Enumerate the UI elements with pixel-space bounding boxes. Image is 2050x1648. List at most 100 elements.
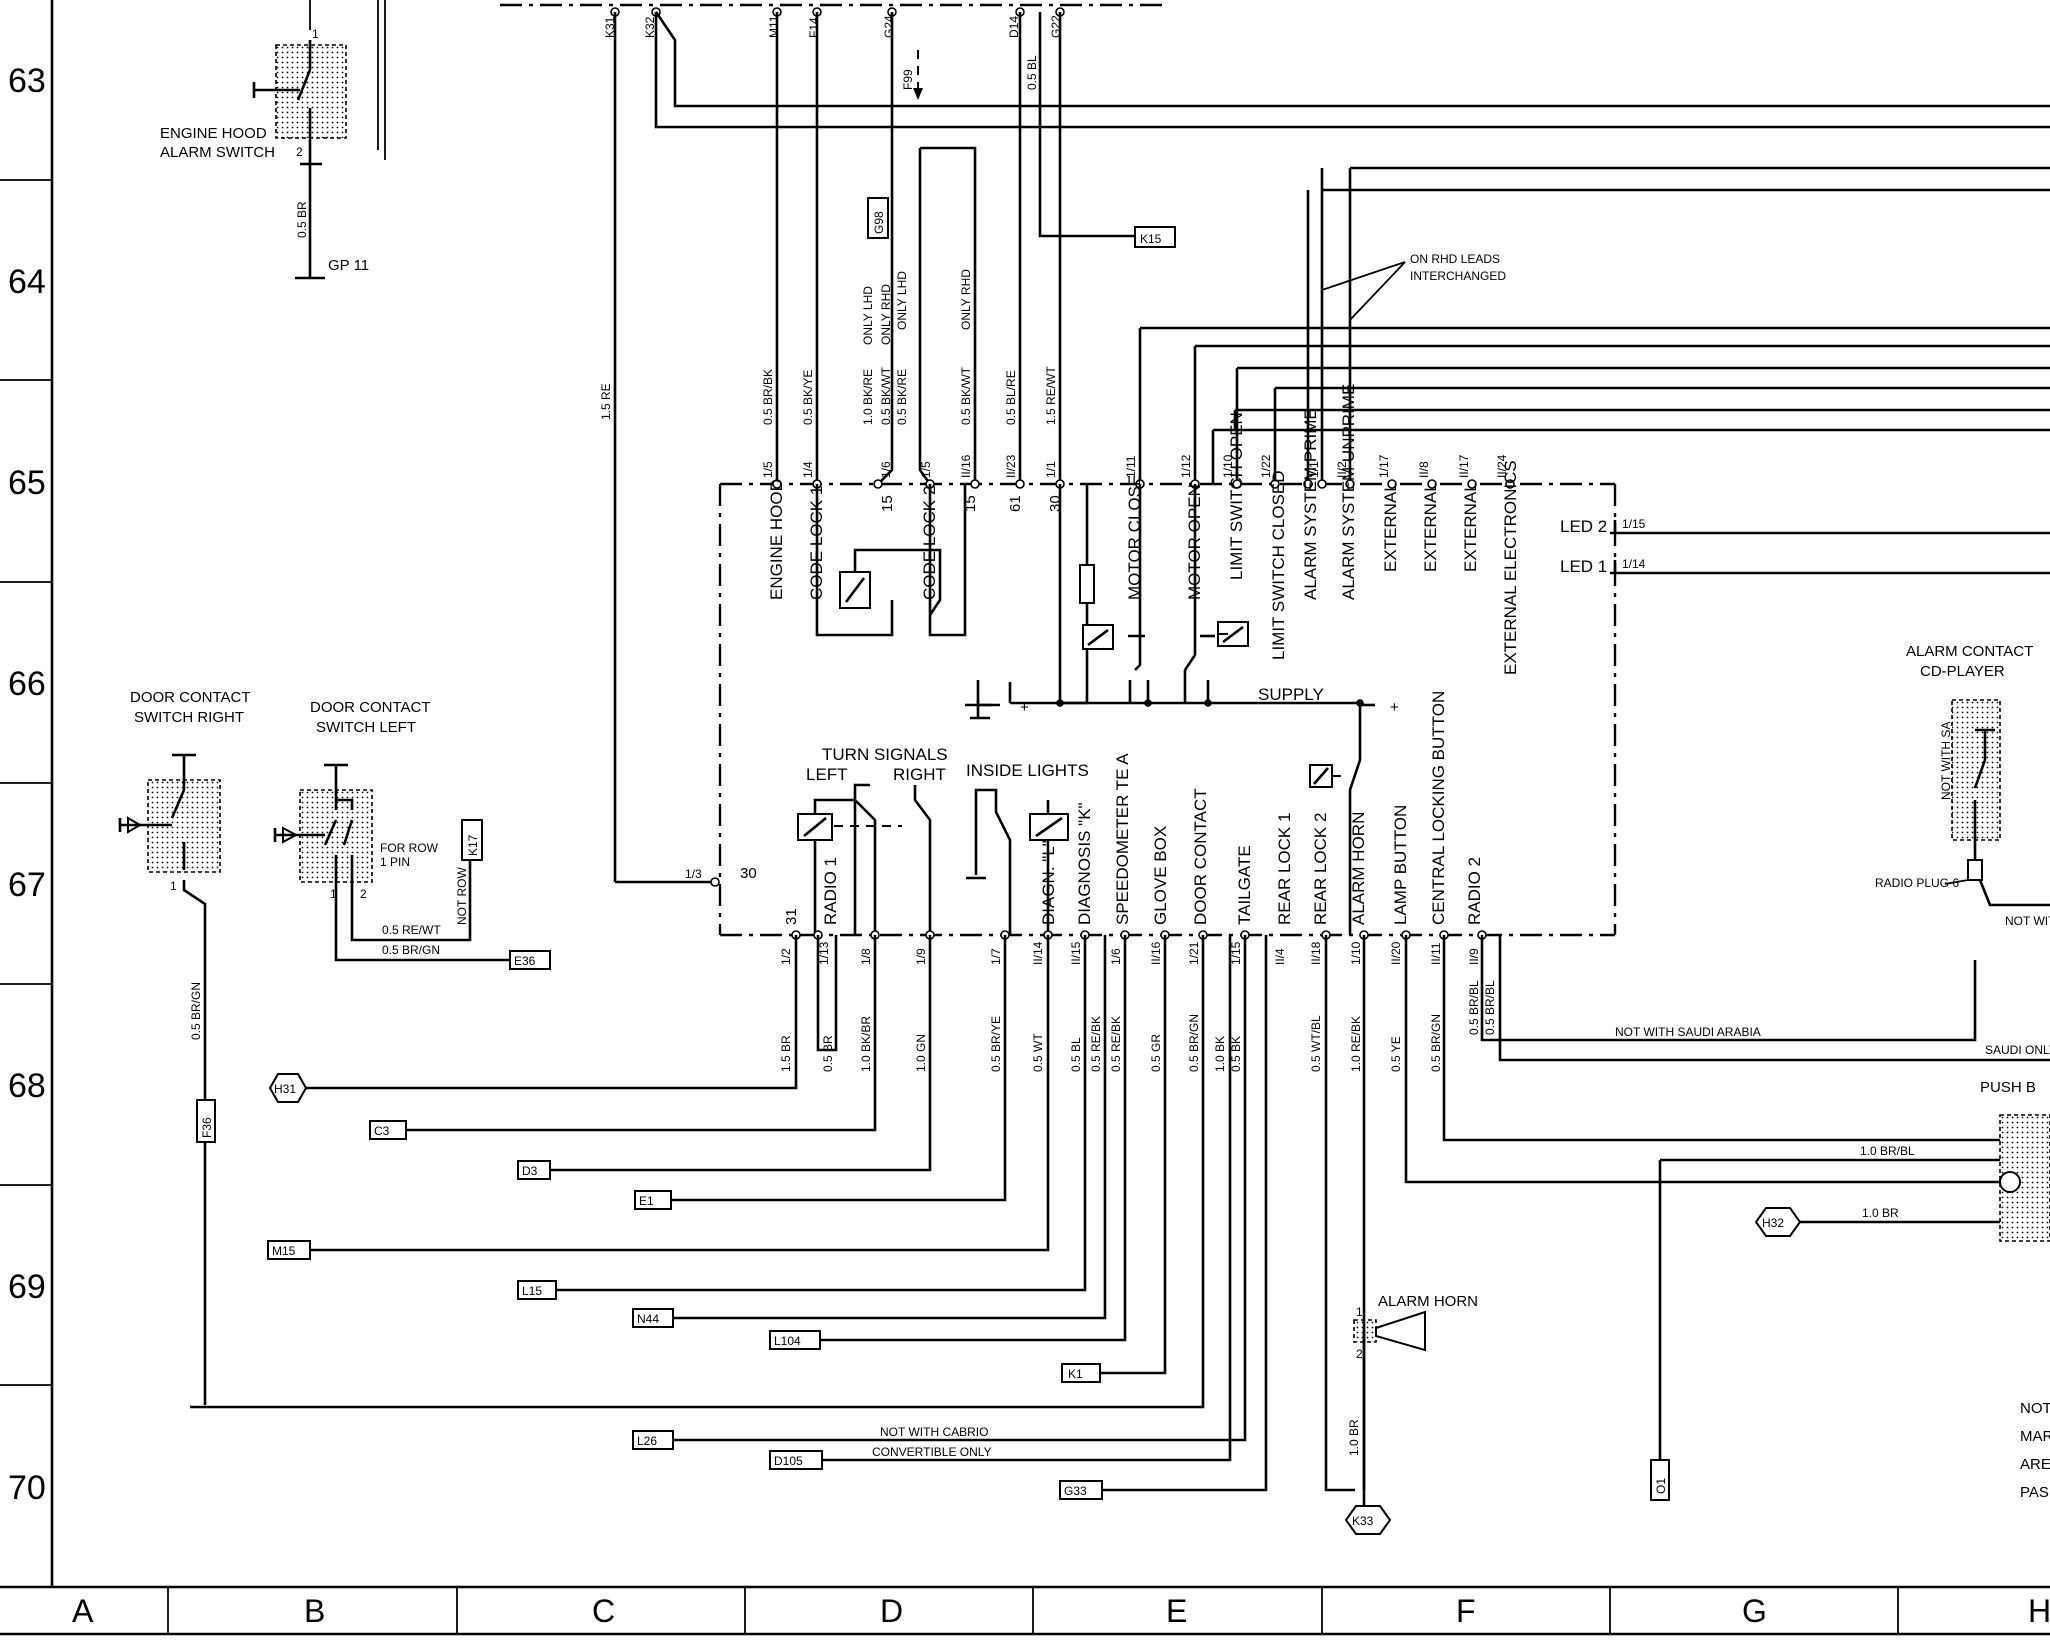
wire-label: 0.5 WT/BL	[1309, 1015, 1323, 1072]
wire-label: 0.5 YE	[1389, 1036, 1403, 1072]
svg-text:NOT WIT: NOT WIT	[2005, 914, 2050, 928]
lead-label: F14	[807, 17, 821, 38]
wire-label: 1.0 BK	[1213, 1036, 1227, 1072]
connector-d3: D3	[517, 1160, 551, 1180]
wire-label: 0.5 BK/YE	[801, 370, 815, 425]
connector-g33: G33	[1059, 1480, 1103, 1500]
svg-text:1.0 BR: 1.0 BR	[1347, 1419, 1361, 1456]
svg-text:L104: L104	[774, 1334, 801, 1348]
column-letter: H	[2028, 1593, 2050, 1629]
row-number: 66	[8, 665, 46, 703]
wire-label: 1.5 RE/WT	[1044, 366, 1058, 425]
function-label: GLOVE BOX	[1151, 826, 1170, 925]
svg-text:G33: G33	[1064, 1484, 1087, 1498]
function-label: REAR LOCK 1	[1275, 813, 1294, 925]
wire-label: 0.5 BR/YE	[989, 1016, 1003, 1072]
function-label: ALARM SYSTEM PRIME	[1301, 408, 1320, 600]
connector-n44: N44	[632, 1308, 674, 1328]
led-label: LED 1	[1560, 557, 1607, 576]
wire-label: 1.5 RE	[599, 383, 613, 420]
svg-text:L26: L26	[637, 1434, 657, 1448]
column-letters: A B C D E F G H	[72, 1593, 2050, 1629]
column-letter: C	[592, 1593, 615, 1629]
wire-label: 0.5 BR	[821, 1035, 835, 1072]
svg-text:RADIO PLUG 6: RADIO PLUG 6	[1875, 876, 1959, 890]
note-label: NOT WITH SAUDI ARABIA	[1615, 1025, 1761, 1039]
svg-text:D3: D3	[522, 1164, 538, 1178]
pin-label: II/9	[1467, 948, 1481, 965]
svg-text:1 PIN: 1 PIN	[380, 855, 410, 869]
led-label: LED 2	[1560, 517, 1607, 536]
wire-label: 1.0 BK/RE	[861, 369, 875, 425]
svg-text:H31: H31	[274, 1082, 296, 1096]
pin-label: II/4	[1273, 948, 1287, 965]
wire-label: 0.5 BK/RE	[895, 369, 909, 425]
column-letter: E	[1166, 1593, 1187, 1629]
svg-text:K33: K33	[1352, 1514, 1374, 1528]
pin-label: 2	[360, 887, 367, 901]
svg-text:ALARM HORN: ALARM HORN	[1378, 1293, 1478, 1310]
terminal-label: 30	[740, 865, 757, 882]
svg-text:1.0 BR: 1.0 BR	[1862, 1206, 1899, 1220]
pin-label: 1/6	[1109, 948, 1123, 965]
note-label: ONLY LHD	[895, 271, 909, 330]
wire-label: 1.0 BK/BR	[859, 1016, 873, 1072]
connector-d105: D105	[769, 1450, 823, 1470]
function-label: TAILGATE	[1235, 845, 1254, 925]
wire-label: 0.5 BK	[1229, 1036, 1243, 1072]
connector-k33: K33	[1344, 1505, 1392, 1535]
push-button: PUSH B 1.0 BR/BL 1.0 BR H32 O1	[1650, 1079, 2050, 1501]
plus-sign: +	[1020, 699, 1029, 716]
function-label: ENGINE HOOD	[767, 479, 786, 600]
connector-m15: M15	[267, 1240, 311, 1260]
svg-text:0.5 BR/GN: 0.5 BR/GN	[382, 943, 440, 957]
svg-text:D105: D105	[774, 1454, 803, 1468]
function-label: REAR LOCK 2	[1311, 813, 1330, 925]
lead-label: D14	[1007, 16, 1021, 38]
function-label: DOOR CONTACT	[1191, 788, 1210, 925]
pin-label: 1/22	[1259, 454, 1273, 478]
function-label: RADIO 1	[821, 857, 840, 925]
connector-l104: L104	[769, 1330, 821, 1350]
ground-label: GP 11	[328, 257, 369, 274]
pin-label: 1/2	[779, 948, 793, 965]
pin-label: 1/13	[817, 941, 831, 965]
pin-label: 1/8	[859, 948, 873, 965]
svg-text:DOOR CONTACT: DOOR CONTACT	[130, 689, 251, 706]
wire-label: 0.5 RE/BK	[1109, 1016, 1123, 1072]
row-number: 70	[8, 1469, 46, 1507]
svg-text:L15: L15	[522, 1284, 542, 1298]
function-label: LAMP BUTTON	[1391, 805, 1410, 925]
pin-label: II/17	[1457, 454, 1471, 478]
svg-text:ON RHD LEADS: ON RHD LEADS	[1410, 252, 1500, 266]
pin-label: 1/1	[1044, 461, 1058, 478]
pin-label: 1/14	[1622, 557, 1646, 571]
pin-label: 1/7	[989, 948, 1003, 965]
pin-label: 1/5	[919, 461, 933, 478]
wire-label: 0.5 BL	[1025, 55, 1039, 90]
plus-sign: +	[1390, 699, 1399, 716]
wire-label: 0.5 GR	[1149, 1034, 1163, 1072]
wire-label: 0.5 BR/GN	[1187, 1014, 1201, 1072]
pin-label: II/14	[1031, 941, 1045, 965]
connector-k1: K1	[1061, 1363, 1101, 1383]
connector-e1: E1	[634, 1190, 672, 1210]
function-label: DIAGN. "L"	[1039, 840, 1058, 925]
right-label: RIGHT	[893, 765, 946, 784]
connector-g98: G98	[867, 197, 889, 239]
terminal-label: 30	[1047, 495, 1064, 512]
connector-h32: H32	[1762, 1216, 1784, 1230]
connector-f36: F36	[200, 1117, 214, 1138]
pin-label: II/8	[1417, 461, 1431, 478]
pin-label: 1/9	[914, 948, 928, 965]
function-label: EXTERNAL	[1421, 482, 1440, 572]
svg-text:1: 1	[170, 879, 177, 893]
engine-hood-alarm-switch: ENGINE HOOD ALARM SWITCH 0.5 BR GP 11 1 …	[160, 0, 386, 280]
svg-text:ARE: ARE	[2020, 1456, 2050, 1473]
pin-label: 1	[330, 887, 337, 901]
wire-label: 0.5 BR/BL	[1467, 980, 1481, 1035]
wire-label: 0.5 BL	[1069, 1037, 1083, 1072]
connector-e36: E36	[514, 954, 536, 968]
wire-label: F99	[901, 69, 915, 90]
svg-text:DOOR CONTACT: DOOR CONTACT	[310, 699, 431, 716]
